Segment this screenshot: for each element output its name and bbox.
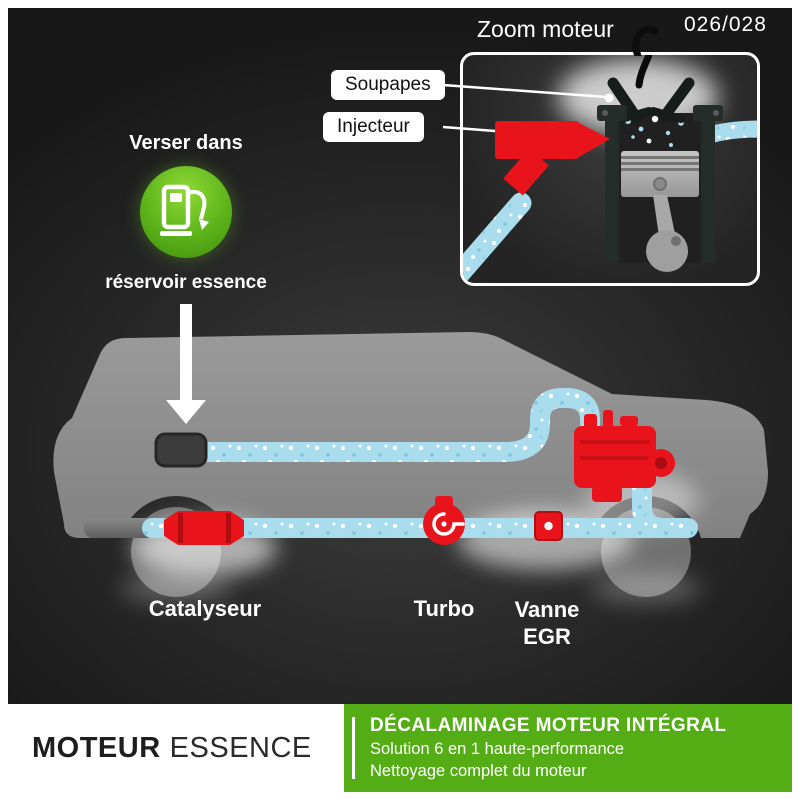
footer-brand-panel: MOTEUR ESSENCE xyxy=(8,704,344,792)
footer-divider xyxy=(352,717,355,779)
pour-title: Verser dans xyxy=(129,132,243,154)
injector-feed-tube xyxy=(463,192,532,283)
soupapes-label: Soupapes xyxy=(331,70,445,100)
brand-name-light: ESSENCE xyxy=(169,731,312,764)
spark-wire-top-icon xyxy=(632,26,659,56)
injector xyxy=(495,121,610,196)
zoom-inset-title: Zoom moteur xyxy=(477,16,614,42)
product-title: DÉCALAMINAGE MOTEUR INTÉGRAL xyxy=(370,715,727,736)
product-subtitle-1: Solution 6 en 1 haute-performance xyxy=(370,740,625,758)
cylinder-walls xyxy=(597,105,723,263)
product-subtitle-2: Nettoyage complet du moteur xyxy=(370,762,587,780)
catalyseur-label: Catalyseur xyxy=(148,596,262,621)
engine-cutaway-illustration xyxy=(463,55,757,283)
vanne-egr-line2: EGR xyxy=(523,624,571,649)
footer-texts: DÉCALAMINAGE MOTEUR INTÉGRAL Solution 6 … xyxy=(370,713,726,782)
fuel-pump-badge xyxy=(140,166,232,258)
fuel-pump-icon xyxy=(160,184,209,236)
vanne-egr-line1: Vanne xyxy=(514,597,580,622)
injecteur-label: Injecteur xyxy=(323,112,424,142)
page-number: 026/028 xyxy=(684,13,767,36)
footer-product-panel: DÉCALAMINAGE MOTEUR INTÉGRAL Solution 6 … xyxy=(344,704,792,792)
head-bolt-icon xyxy=(713,110,719,116)
spark-plug-wire xyxy=(635,55,653,89)
fuel-spray-droplets xyxy=(625,115,684,147)
brand-name-bold: MOTEUR xyxy=(32,731,161,764)
pour-target-label: réservoir essence xyxy=(105,272,267,293)
head-bolt-icon xyxy=(602,110,608,116)
vanne-egr-label: Vanne EGR xyxy=(502,596,592,650)
piston-assembly xyxy=(621,151,699,272)
engine-zoom-inset xyxy=(460,52,760,286)
turbo-label: Turbo xyxy=(413,596,475,621)
